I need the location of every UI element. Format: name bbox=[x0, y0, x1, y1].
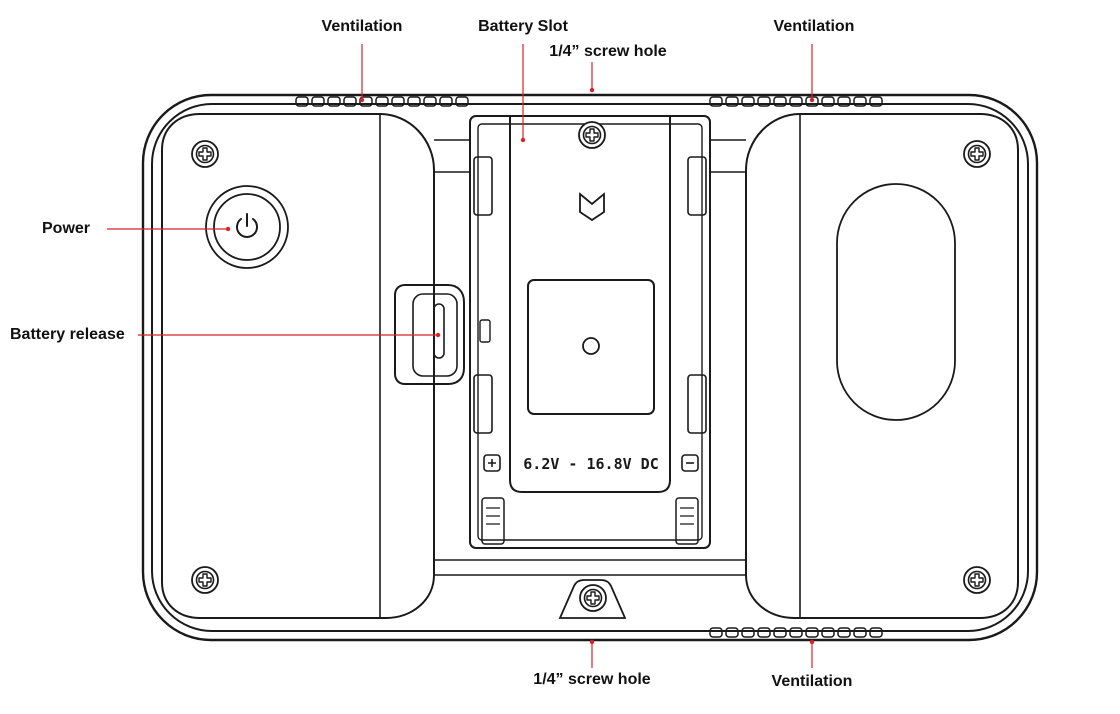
minus-terminal-icon bbox=[681, 454, 699, 472]
label-battery-release: Battery release bbox=[10, 326, 125, 343]
screw-hole-bracket-bottom bbox=[558, 579, 627, 619]
power-icon bbox=[236, 213, 258, 238]
voltage-marking: 6.2V - 16.8V DC bbox=[523, 455, 659, 473]
center-recess bbox=[434, 139, 746, 576]
screw-icon bbox=[963, 140, 991, 168]
battery-slot bbox=[469, 115, 711, 549]
label-battery-slot: Battery Slot bbox=[478, 18, 568, 35]
label-ventilation-top-right: Ventilation bbox=[773, 18, 855, 35]
label-power: Power bbox=[42, 220, 91, 237]
left-panel bbox=[161, 113, 435, 619]
screw-icon bbox=[579, 584, 607, 612]
device-body bbox=[141, 93, 1039, 642]
oval-window bbox=[836, 183, 956, 421]
right-panel bbox=[745, 113, 1019, 619]
power-button[interactable] bbox=[205, 185, 289, 269]
screw-icon bbox=[191, 566, 219, 594]
ventilation-slots-bottom bbox=[709, 627, 883, 638]
screw-icon bbox=[578, 121, 606, 149]
leader-lines bbox=[107, 44, 815, 668]
label-screw-hole-top: 1/4” screw hole bbox=[549, 43, 667, 60]
plus-terminal-icon bbox=[483, 454, 501, 472]
label-ventilation-top-left: Ventilation bbox=[321, 18, 403, 35]
ventilation-slots-top-left bbox=[295, 96, 469, 107]
brand-logo-icon bbox=[579, 192, 605, 222]
screw-icon bbox=[963, 566, 991, 594]
label-screw-hole-bottom: 1/4” screw hole bbox=[533, 671, 651, 688]
label-ventilation-bottom: Ventilation bbox=[771, 673, 853, 690]
screw-icon bbox=[191, 140, 219, 168]
ventilation-slots-top-right bbox=[709, 96, 883, 107]
